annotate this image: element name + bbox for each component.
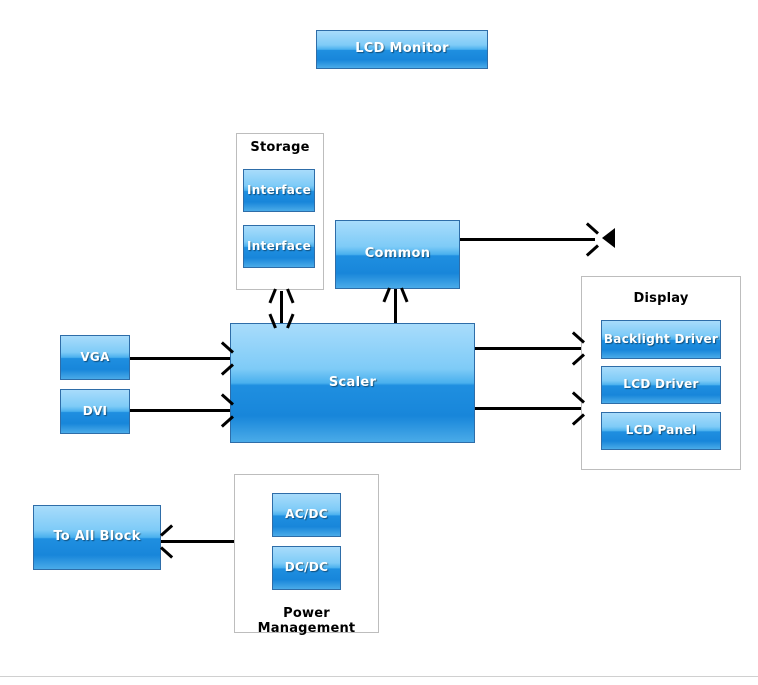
block-to-all-block-label: To All Block [53,529,141,545]
speaker-icon [602,228,615,248]
block-acdc[interactable]: AC/DC [272,493,341,537]
connector-storage-scaler [280,291,283,323]
block-common-label: Common [364,246,431,262]
block-lcd-panel-label: LCD Panel [625,423,697,438]
block-lcd-monitor[interactable]: LCD Monitor [316,30,488,69]
connector-vga-to-scaler [130,357,230,360]
block-dvi[interactable]: DVI [60,389,130,434]
block-common[interactable]: Common [335,220,460,289]
block-lcd-driver-label: LCD Driver [623,377,699,392]
block-vga-label: VGA [80,349,110,364]
connector-scaler-to-display-lower [475,407,581,410]
block-dvi-label: DVI [82,403,108,418]
block-to-all-block[interactable]: To All Block [33,505,161,570]
block-interface-1-label: Interface [246,182,312,197]
block-acdc-label: AC/DC [285,507,328,522]
block-scaler-label: Scaler [328,374,377,390]
block-backlight-driver-label: Backlight Driver [603,331,719,346]
group-display-label: Display [633,291,689,306]
connector-dvi-to-scaler [130,409,230,412]
block-lcd-panel[interactable]: LCD Panel [601,412,721,450]
connector-scaler-to-display-upper [475,347,581,350]
block-dcdc-label: DC/DC [284,560,329,575]
connector-scaler-to-common [394,289,397,323]
block-backlight-driver[interactable]: Backlight Driver [601,320,721,359]
footer-divider [0,676,758,677]
block-interface-2-label: Interface [246,238,312,253]
block-interface-1[interactable]: Interface [243,169,315,212]
block-lcd-driver[interactable]: LCD Driver [601,366,721,404]
block-vga[interactable]: VGA [60,335,130,380]
block-dcdc[interactable]: DC/DC [272,546,341,590]
block-scaler[interactable]: Scaler [230,323,475,443]
group-storage-label: Storage [250,140,310,155]
group-power-management-label: Power Management [257,606,356,636]
block-lcd-monitor-label: LCD Monitor [355,41,449,57]
connector-common-to-audio [460,238,595,241]
block-interface-2[interactable]: Interface [243,225,315,268]
connector-power-to-all-block [161,540,234,543]
